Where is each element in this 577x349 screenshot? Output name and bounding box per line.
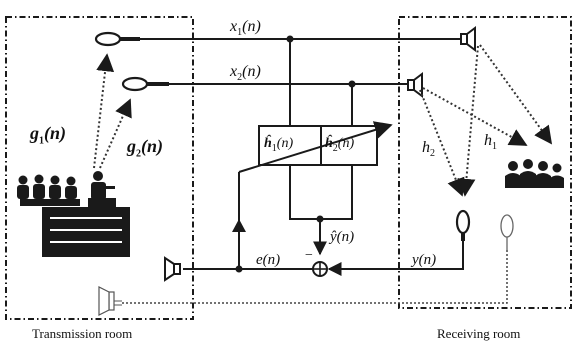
- h2-label: h2: [422, 139, 435, 160]
- microphone-1-icon: [94, 31, 140, 47]
- h1-path-arrow-2: [479, 44, 553, 145]
- y-signal-line: [327, 240, 464, 276]
- adaptation-arrow: [238, 121, 393, 173]
- h1-path-arrow-1: [457, 45, 479, 197]
- e-label: e(n): [256, 252, 281, 268]
- g1-path-arrow: [93, 53, 115, 169]
- x1-label: x1(n): [230, 18, 261, 39]
- receiving-room-boundary: [398, 16, 572, 309]
- h1-label: h1: [484, 132, 497, 153]
- summing-junction-icon: [312, 261, 328, 277]
- minus-sign: −: [305, 248, 313, 263]
- receiving-microphone-icon: [455, 209, 471, 241]
- e-feedback-arrowhead: [232, 219, 246, 232]
- filter-output-line: [289, 165, 353, 220]
- h2-path-arrow-1: [419, 89, 465, 197]
- faint-leakage-path: [122, 248, 508, 304]
- g2-label: g2(n): [127, 136, 163, 160]
- filter-h1-label: ĥ1(n): [264, 136, 294, 154]
- loudspeaker-2-icon: [407, 72, 423, 98]
- podium-icon: [42, 198, 130, 257]
- faint-loudspeaker-icon: [98, 286, 122, 316]
- lecture-audience-icon: [17, 171, 115, 206]
- h2-path-arrow-2: [422, 87, 528, 146]
- g2-path-arrow: [99, 98, 132, 169]
- loudspeaker-1-icon: [460, 26, 476, 52]
- filter-h2-label: ĥ2(n): [325, 136, 355, 154]
- g1-label: g1(n): [30, 123, 66, 147]
- listeners-icon: [505, 159, 564, 188]
- receiving-room-label: Receiving room: [437, 326, 521, 341]
- faint-microphone-icon: [500, 214, 514, 250]
- transmission-loudspeaker-icon: [164, 256, 181, 282]
- transmission-room-boundary: [5, 16, 194, 320]
- transmission-room-label: Transmission room: [32, 326, 133, 341]
- x2-label: x2(n): [230, 63, 261, 84]
- microphone-2-icon: [121, 76, 169, 92]
- yhat-label: ŷ(n): [330, 229, 355, 245]
- y-label: y(n): [412, 252, 437, 268]
